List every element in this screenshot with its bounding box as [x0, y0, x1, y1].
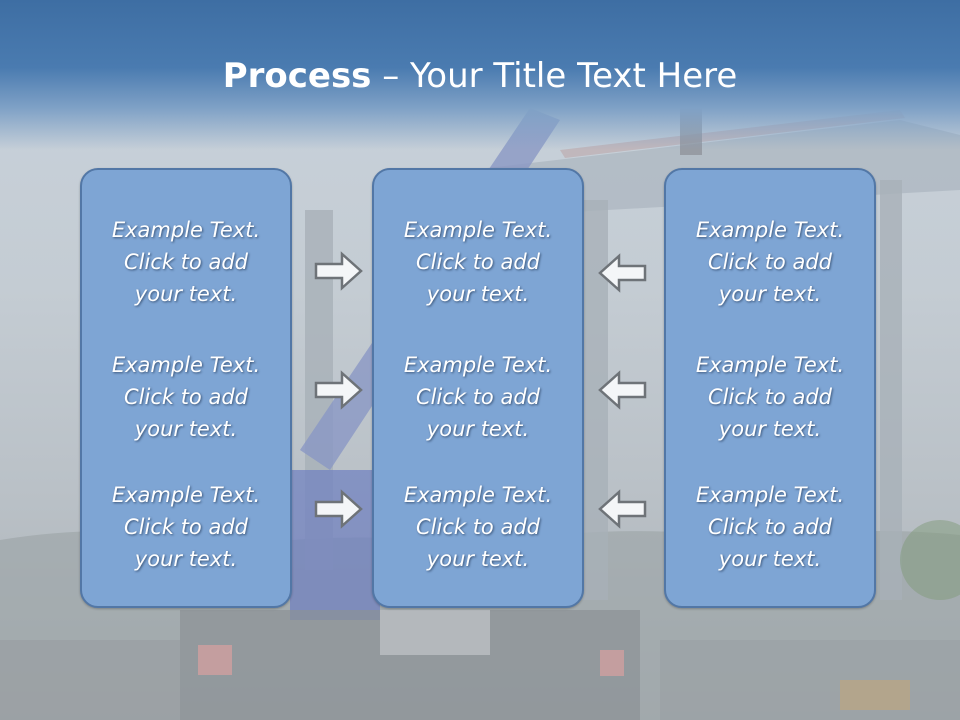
placeholder-text[interactable]: Example Text. Click to add your text.: [695, 353, 845, 441]
placeholder-text[interactable]: Example Text. Click to add your text.: [403, 353, 553, 441]
title-bold: Process: [222, 56, 372, 96]
placeholder-text[interactable]: Example Text. Click to add your text.: [111, 483, 261, 571]
process-panel-center[interactable]: Example Text. Click to add your text. Ex…: [372, 168, 584, 608]
arrow-left-icon: [598, 370, 647, 410]
title-rest: – Your Title Text Here: [371, 56, 738, 96]
process-panel-right[interactable]: Example Text. Click to add your text. Ex…: [664, 168, 876, 608]
arrow-right-icon: [314, 251, 363, 291]
placeholder-text[interactable]: Example Text. Click to add your text.: [111, 218, 261, 306]
placeholder-text[interactable]: Example Text. Click to add your text.: [403, 218, 553, 306]
slide-title[interactable]: Process – Your Title Text Here: [0, 54, 960, 98]
placeholder-text[interactable]: Example Text. Click to add your text.: [403, 483, 553, 571]
arrow-left-icon: [598, 253, 647, 293]
arrow-right-icon: [314, 370, 363, 410]
title-bar: [0, 0, 960, 150]
placeholder-text[interactable]: Example Text. Click to add your text.: [111, 353, 261, 441]
arrow-left-icon: [598, 489, 647, 529]
placeholder-text[interactable]: Example Text. Click to add your text.: [695, 218, 845, 306]
process-panel-left[interactable]: Example Text. Click to add your text. Ex…: [80, 168, 292, 608]
placeholder-text[interactable]: Example Text. Click to add your text.: [695, 483, 845, 571]
arrow-right-icon: [314, 489, 363, 529]
